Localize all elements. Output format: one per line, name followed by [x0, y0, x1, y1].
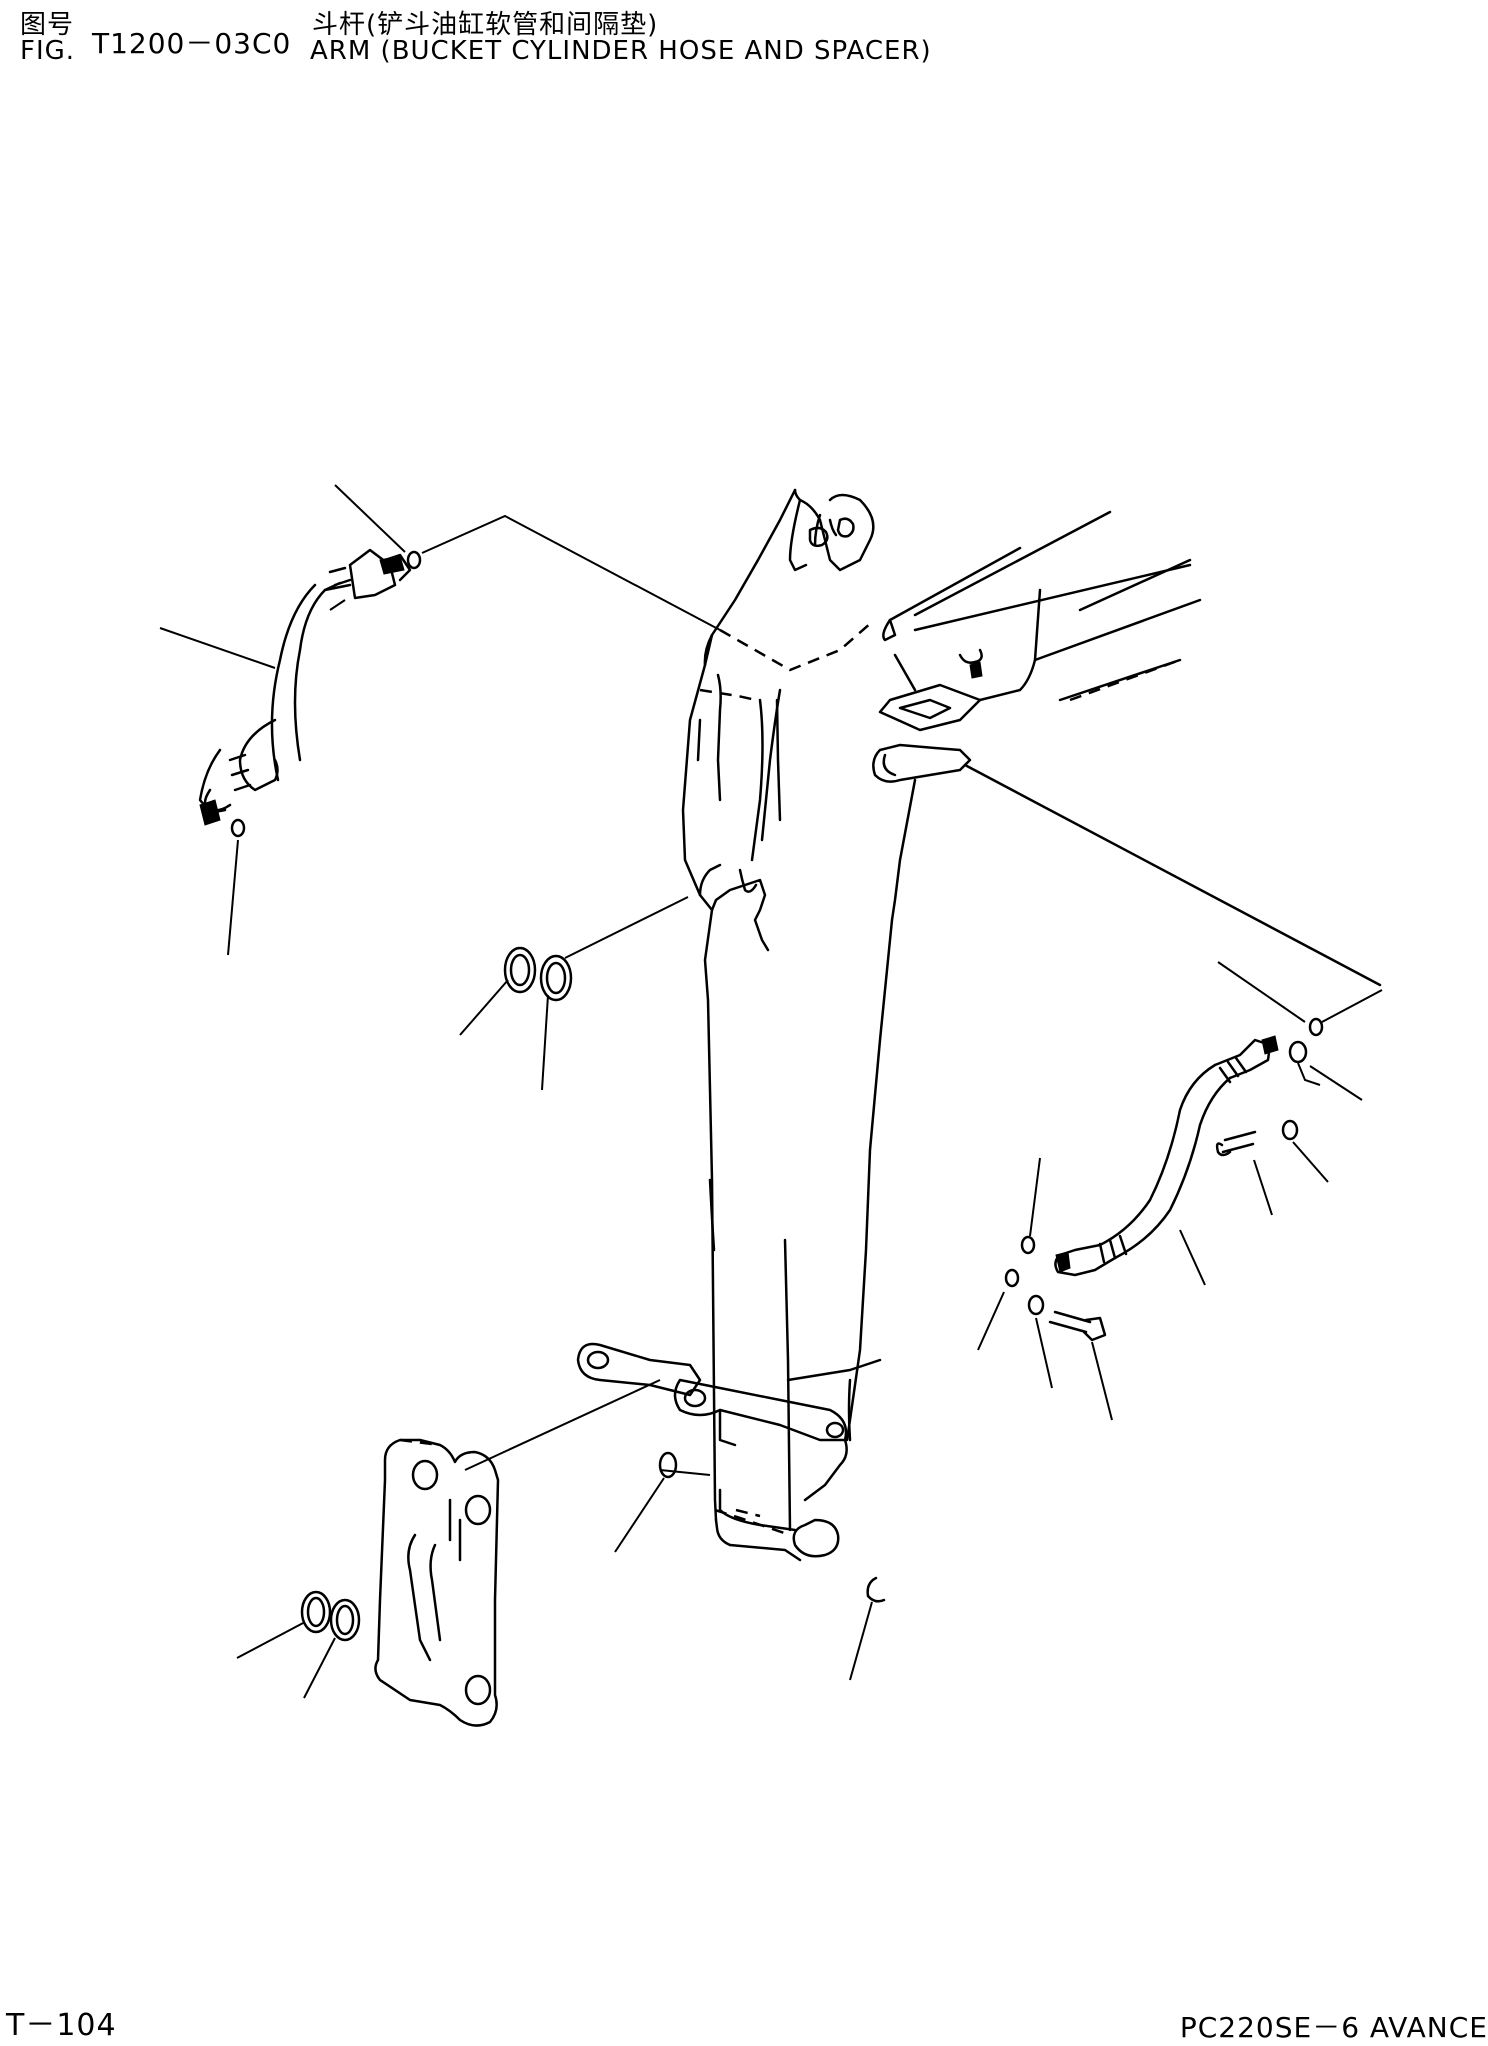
boom-section	[872, 510, 1382, 987]
upper-left-hose	[198, 548, 412, 826]
leader-lines	[159, 484, 1383, 1699]
figure-title-cn: 斗杆(铲斗油缸软管和间隔垫)	[312, 10, 659, 40]
o-rings-and-spacers	[230, 550, 1324, 1642]
page-number: T－104	[6, 2008, 117, 2043]
right-hose	[1048, 1035, 1279, 1342]
figure-number: T1200－03C0	[92, 27, 292, 60]
link-parts	[374, 1342, 848, 1727]
machine-model: PC220SE－6 AVANCE	[1179, 2011, 1488, 2044]
figure-label-cn: 图号	[20, 10, 75, 40]
figure-title-en: ARM (BUCKET CYLINDER HOSE AND SPACER)	[310, 36, 932, 66]
figure-label: FIG.	[20, 36, 76, 66]
arm-body	[681, 488, 917, 1562]
